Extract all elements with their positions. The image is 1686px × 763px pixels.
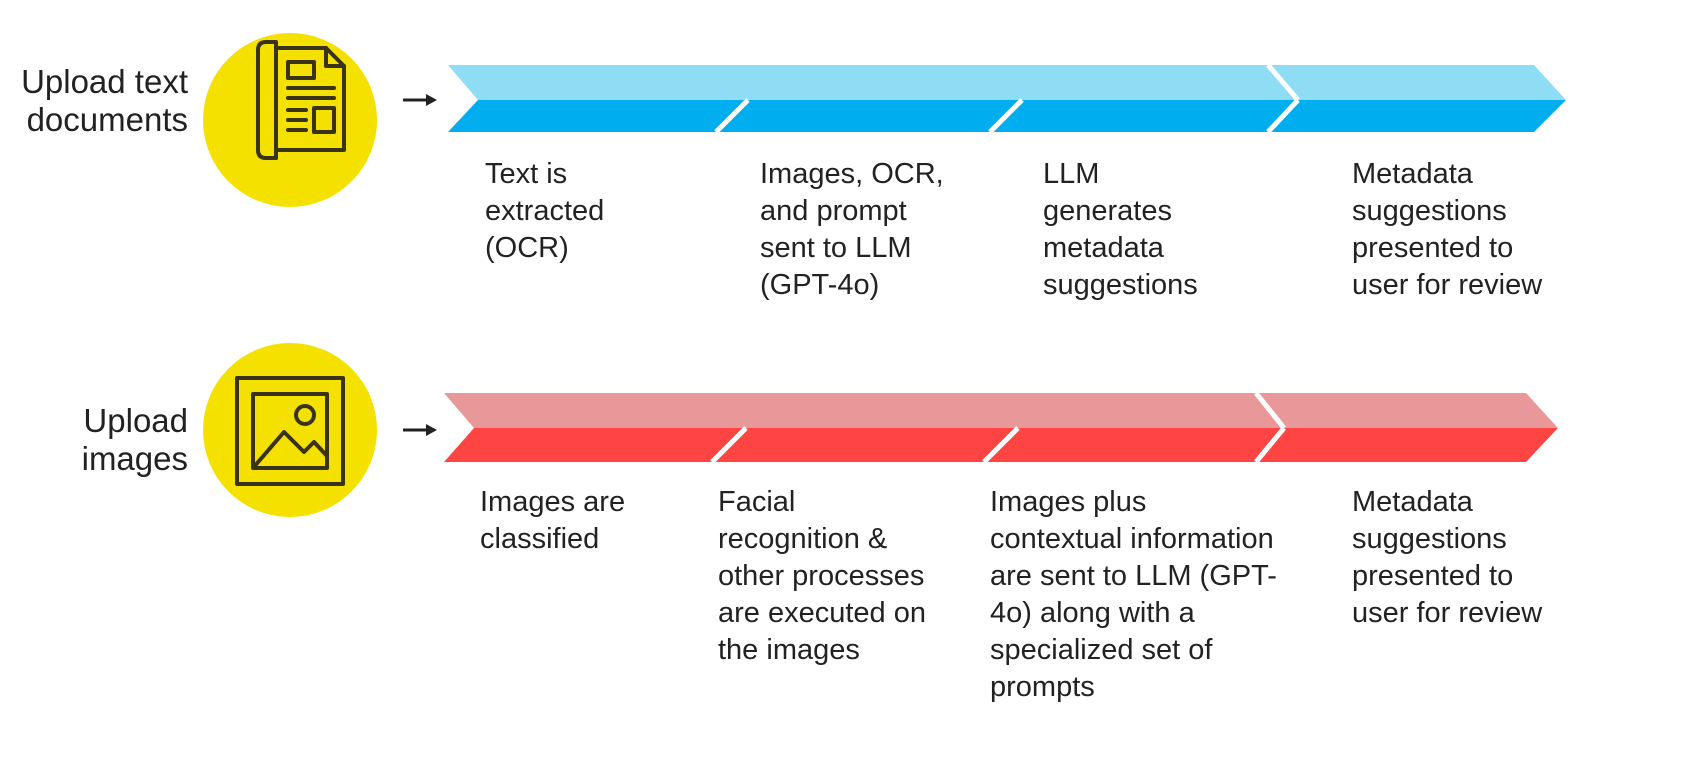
step-images-sent-to-llm: Images plus contextual information are s…: [990, 486, 1277, 703]
step-llm-generates: LLM generates metadata suggestions: [1043, 158, 1198, 301]
row-label-line: Upload: [83, 402, 188, 439]
row-label-upload-images: Upload images: [0, 402, 188, 478]
step-images-classified: Images are classified: [480, 486, 626, 555]
step-facial-recognition: Facial recognition & other processes are…: [718, 486, 926, 666]
row-label-upload-text: Upload text documents: [0, 63, 188, 139]
document-icon: [203, 33, 377, 207]
process-ribbon-documents: [448, 63, 1566, 134]
step-text-extracted: Text is extracted (OCR): [485, 158, 605, 264]
image-icon: [203, 343, 377, 517]
row-label-line: Upload text: [21, 63, 188, 100]
arrow-icon: [403, 424, 437, 436]
step-metadata-review: Metadata suggestions presented to user f…: [1352, 486, 1543, 629]
step-metadata-review: Metadata suggestions presented to user f…: [1352, 158, 1543, 301]
arrow-icon: [403, 94, 437, 106]
process-ribbon-images: [444, 391, 1558, 464]
row-label-line: images: [81, 440, 188, 477]
row-label-line: documents: [26, 101, 188, 138]
step-sent-to-llm: Images, OCR, and prompt sent to LLM (GPT…: [760, 158, 944, 301]
